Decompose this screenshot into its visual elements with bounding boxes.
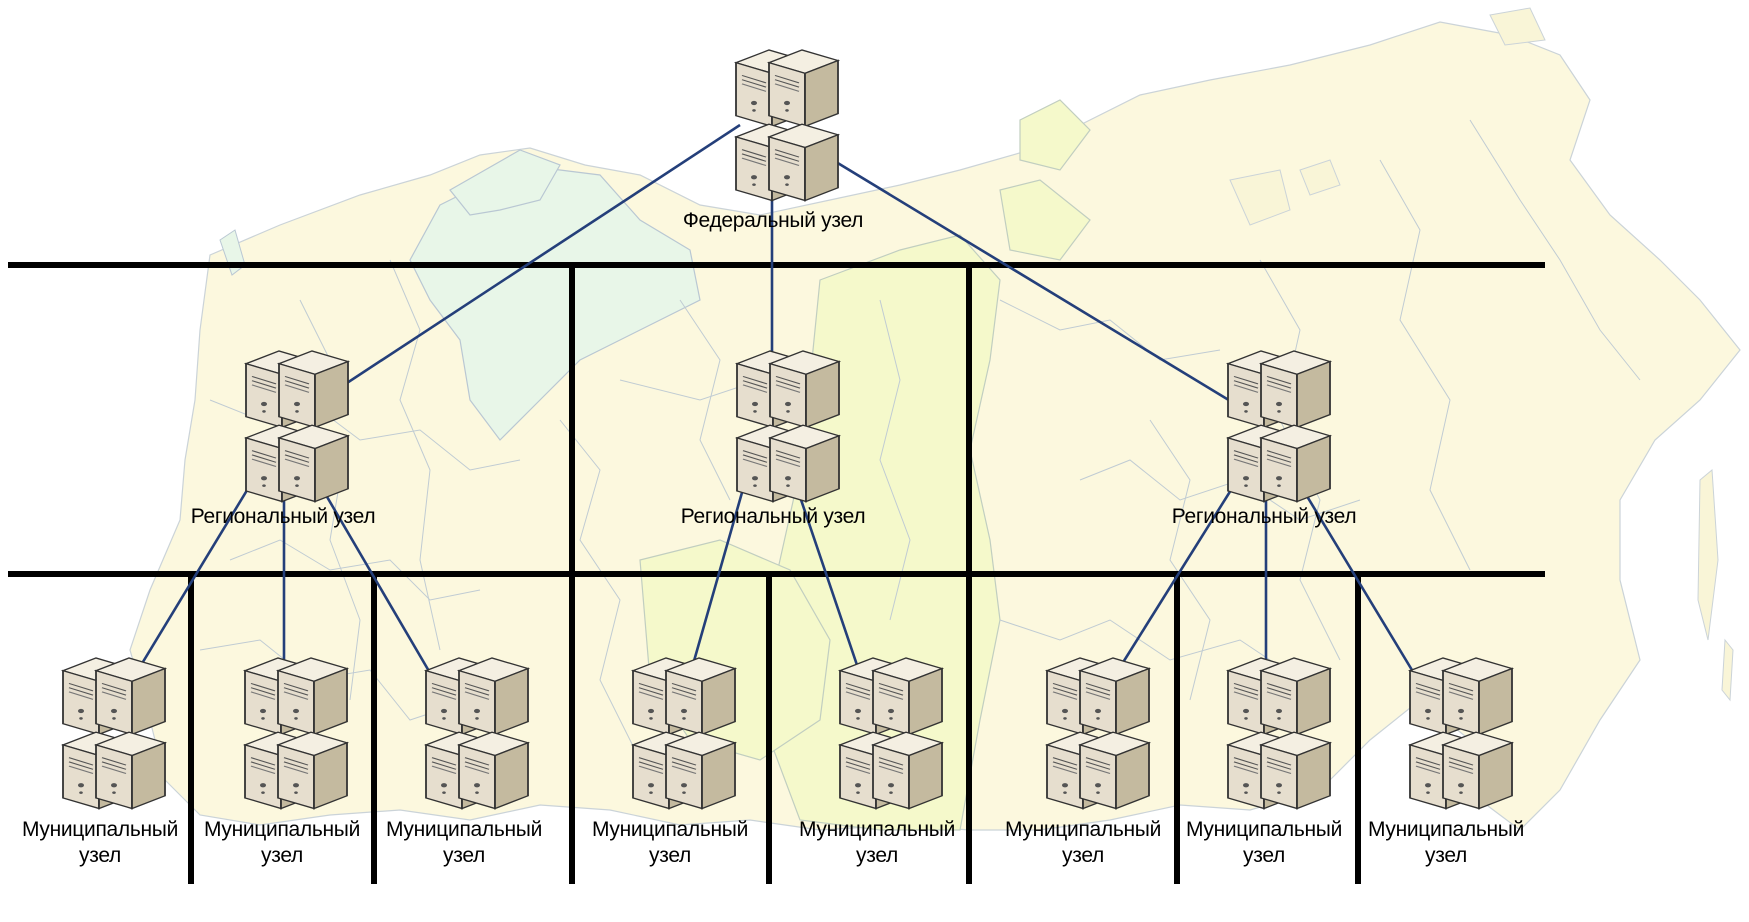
municipal-node-label-line2: узел <box>443 844 485 867</box>
municipal-node-label: Муниципальный <box>1368 818 1524 841</box>
link-regional3-municipal-6 <box>1110 481 1238 681</box>
connections <box>130 123 1420 691</box>
municipal-node-label-line2: узел <box>261 844 303 867</box>
municipal-node-label: Муниципальный <box>386 818 542 841</box>
municipal-node-label: Муниципальный <box>204 818 360 841</box>
municipal-node-label: Муниципальный <box>22 818 178 841</box>
level-dividers <box>8 262 1545 884</box>
municipal-node-4: Муниципальный узел <box>592 658 748 867</box>
federal-node-label: Федеральный узел <box>683 209 863 232</box>
federal-node: Федеральный узел <box>683 50 863 232</box>
regional-node-label: Региональный узел <box>191 505 376 528</box>
municipal-node-label-line2: узел <box>1062 844 1104 867</box>
link-federal-regional-1 <box>317 123 741 404</box>
municipal-node-label-line2: узел <box>1243 844 1285 867</box>
link-federal-regional-3 <box>807 143 1233 404</box>
municipal-node-8: Муниципальный узел <box>1368 658 1524 867</box>
municipal-node-7: Муниципальный узел <box>1186 658 1342 867</box>
municipal-node-label: Муниципальный <box>1186 818 1342 841</box>
municipal-node-6: Муниципальный узел <box>1005 658 1161 867</box>
link-regional2-municipal-5 <box>793 481 860 669</box>
municipal-node-3: Муниципальный узел <box>386 658 542 867</box>
municipal-node-label: Муниципальный <box>1005 818 1161 841</box>
link-regional1-municipal-1 <box>130 481 254 681</box>
link-regional1-municipal-3 <box>314 477 442 691</box>
link-regional2-municipal-4 <box>688 481 747 676</box>
municipal-node-label-line2: узел <box>79 844 121 867</box>
regional-node-2: Региональный узел <box>681 351 866 528</box>
regional-node-1: Региональный узел <box>191 351 376 528</box>
regional-node-label: Региональный узел <box>1172 505 1357 528</box>
municipal-node-1: Муниципальный узел <box>22 658 178 867</box>
regional-node-3: Региональный узел <box>1172 351 1357 528</box>
municipal-node-label: Муниципальный <box>592 818 748 841</box>
municipal-node-label: Муниципальный <box>799 818 955 841</box>
municipal-node-5: Муниципальный узел <box>799 658 955 867</box>
regional-node-label: Региональный узел <box>681 505 866 528</box>
municipal-node-label-line2: узел <box>649 844 691 867</box>
municipal-node-2: Муниципальный узел <box>204 658 360 867</box>
municipal-node-label-line2: узел <box>1425 844 1467 867</box>
municipal-node-label-line2: узел <box>856 844 898 867</box>
link-regional3-municipal-8 <box>1294 477 1420 681</box>
